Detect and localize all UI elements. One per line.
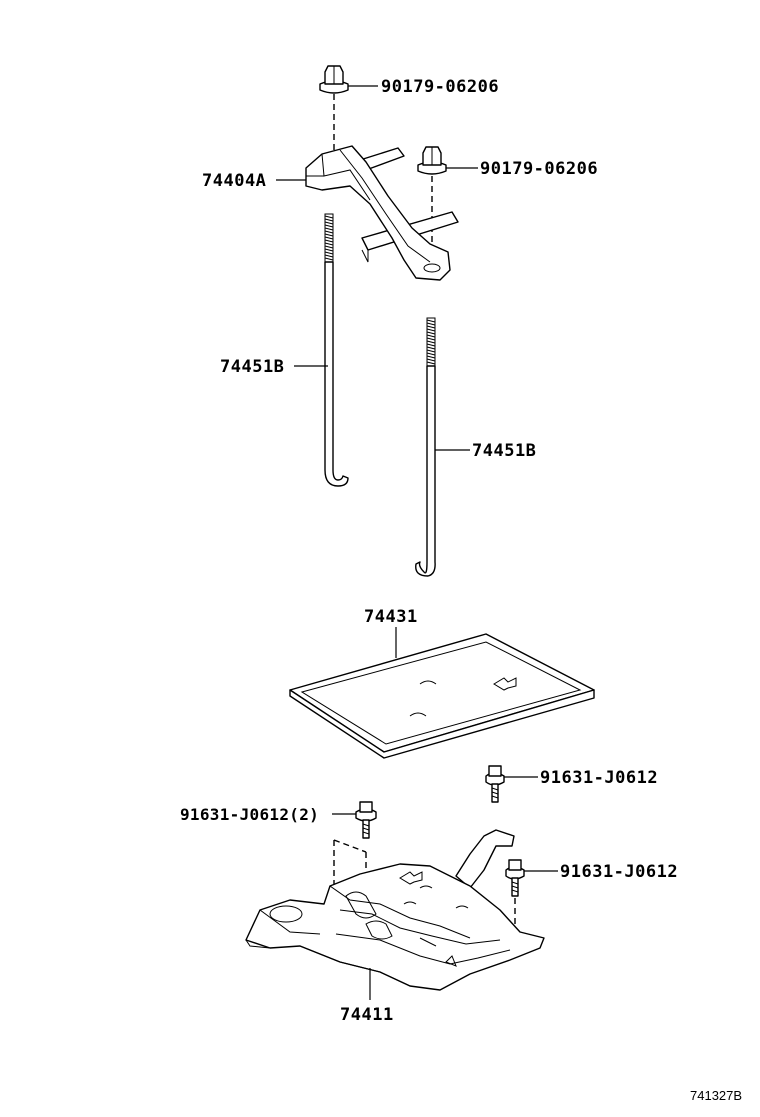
label-bolt-left: 91631-J0612(2) bbox=[180, 805, 319, 824]
battery-tray[interactable] bbox=[289, 633, 595, 759]
label-nut-top: 90179-06206 bbox=[381, 77, 499, 97]
label-tray: 74431 bbox=[364, 607, 418, 627]
label-rod-right: 74451B bbox=[472, 441, 536, 461]
label-nut-right: 90179-06206 bbox=[480, 159, 598, 179]
clamp-rod-left[interactable] bbox=[324, 213, 349, 487]
battery-carrier[interactable] bbox=[245, 829, 545, 991]
label-bolt-right: 91631-J0612 bbox=[560, 862, 678, 882]
label-clamp: 74404A bbox=[202, 171, 266, 191]
battery-clamp[interactable] bbox=[305, 145, 459, 281]
flange-bolt-top-right[interactable] bbox=[485, 765, 505, 803]
flange-nut-top[interactable] bbox=[319, 65, 349, 152]
diagram-reference-code: 741327B bbox=[690, 1088, 742, 1103]
clamp-rod-right[interactable] bbox=[415, 317, 436, 577]
label-bolt-top-right: 91631-J0612 bbox=[540, 768, 658, 788]
label-carrier: 74411 bbox=[340, 1005, 394, 1025]
flange-bolt-right[interactable] bbox=[505, 859, 525, 932]
label-rod-left: 74451B bbox=[220, 357, 284, 377]
flange-nut-right[interactable] bbox=[417, 146, 447, 258]
